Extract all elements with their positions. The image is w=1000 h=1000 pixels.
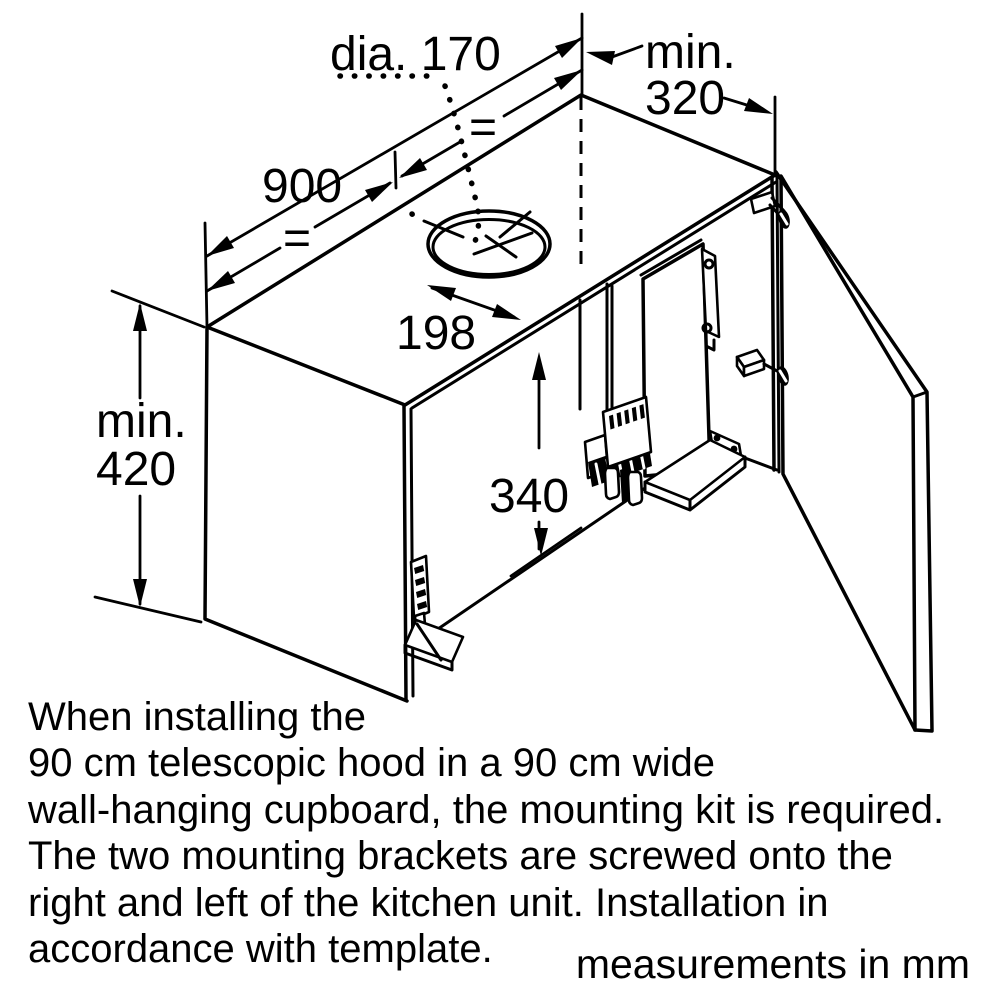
caption-line: The two mounting brackets are screwed on…	[28, 834, 893, 879]
left-bracket-slots	[414, 565, 428, 610]
dimension-900: 900	[205, 36, 584, 258]
installation-instructions: When installing the 90 cm telescopic hoo…	[28, 694, 978, 972]
dimension-198: 198	[396, 285, 521, 360]
plate-screw-1	[713, 434, 721, 442]
interior-bottom-edge-right	[743, 456, 779, 472]
telescopic-bracket-center	[583, 395, 653, 507]
hole-tick-left	[422, 219, 465, 239]
ext-420-top	[110, 289, 206, 329]
front-right-edge-outer	[770, 175, 776, 472]
front-right-edge-inner	[775, 173, 781, 474]
equals-left: =	[283, 212, 311, 265]
dimension-centering: = =	[205, 68, 584, 293]
top-hinge-plate	[749, 190, 777, 215]
door-top-cap	[911, 390, 929, 399]
caption-line: wall-hanging cupboard, the mounting kit …	[28, 787, 945, 832]
door-outer-edge	[774, 170, 934, 733]
left-panel-outline	[203, 325, 409, 703]
caption-line: When installing the	[28, 695, 366, 739]
dim-min-label-top: min.	[645, 26, 736, 79]
panel-top-outer	[639, 238, 703, 277]
shelf-thickness	[643, 455, 747, 512]
bottom-hinge-arm	[762, 362, 781, 374]
dim-dia-170-label: dia. 170	[330, 28, 501, 81]
dim-420-value: 420	[96, 443, 176, 496]
caption-line: right and left of the kitchen unit. Inst…	[28, 880, 829, 925]
top-front-inner-edge	[410, 180, 778, 410]
hole-tick-right	[498, 210, 532, 239]
bracket-foot-left	[603, 466, 621, 501]
dimension-annotations: 900 = = dia. 170 min. 320	[93, 12, 777, 624]
vent-hole-outer-rim	[426, 209, 552, 279]
vent-hole	[422, 209, 552, 279]
dimension-min-320: min. 320	[586, 26, 773, 125]
bottom-hinge-block-side	[742, 358, 766, 378]
left-bracket-shelf	[403, 618, 465, 664]
interior-mounting-parts	[605, 238, 747, 512]
equals-right: =	[469, 101, 497, 154]
door-hinges	[735, 190, 790, 386]
center-tick	[393, 150, 398, 190]
front-left-edge-outer	[402, 404, 408, 702]
hole-center-cross	[472, 231, 534, 259]
vent-hole-inner-rim	[431, 218, 547, 276]
left-shelf-thickness	[403, 643, 454, 672]
dim-900-label: 900	[262, 160, 342, 213]
left-mounting-bracket	[403, 554, 465, 672]
dim-198-value: 198	[396, 307, 476, 360]
bracket-column-edges	[605, 282, 614, 419]
dim-min-label-left: min.	[96, 395, 187, 448]
mounting-rail	[700, 247, 721, 339]
dim-320-value: 320	[645, 72, 725, 125]
bottom-hinge-slit	[778, 369, 788, 383]
left-shelf-support	[415, 622, 443, 662]
measurements-unit-note: measurements in mm	[575, 941, 970, 987]
ext-left-corner	[203, 221, 209, 329]
bracket-comb-face	[601, 395, 653, 469]
right-bracket-shelf	[643, 438, 747, 502]
interior-bottom-edge-left	[411, 486, 647, 648]
dim-340-value: 340	[489, 470, 569, 523]
bracket-foot-right	[626, 470, 644, 507]
rail-screw-hole-top	[703, 258, 715, 270]
bracket-comb-slots	[609, 404, 645, 430]
interior-panel	[641, 242, 712, 478]
cabinet-door-open	[774, 170, 934, 733]
ext-420-bottom	[93, 595, 203, 624]
dimension-min-420: min. 420	[96, 303, 187, 607]
front-left-edge-inner	[409, 407, 415, 698]
ref-340-bottom	[509, 526, 583, 578]
dimension-340: 340	[489, 352, 583, 578]
caption-line: accordance with template.	[28, 927, 493, 972]
caption-line: 90 cm telescopic hood in a 90 cm wide	[28, 741, 716, 786]
rail-foot	[704, 329, 716, 352]
door-inner-face	[779, 174, 917, 732]
top-hinge-slit	[779, 212, 789, 226]
